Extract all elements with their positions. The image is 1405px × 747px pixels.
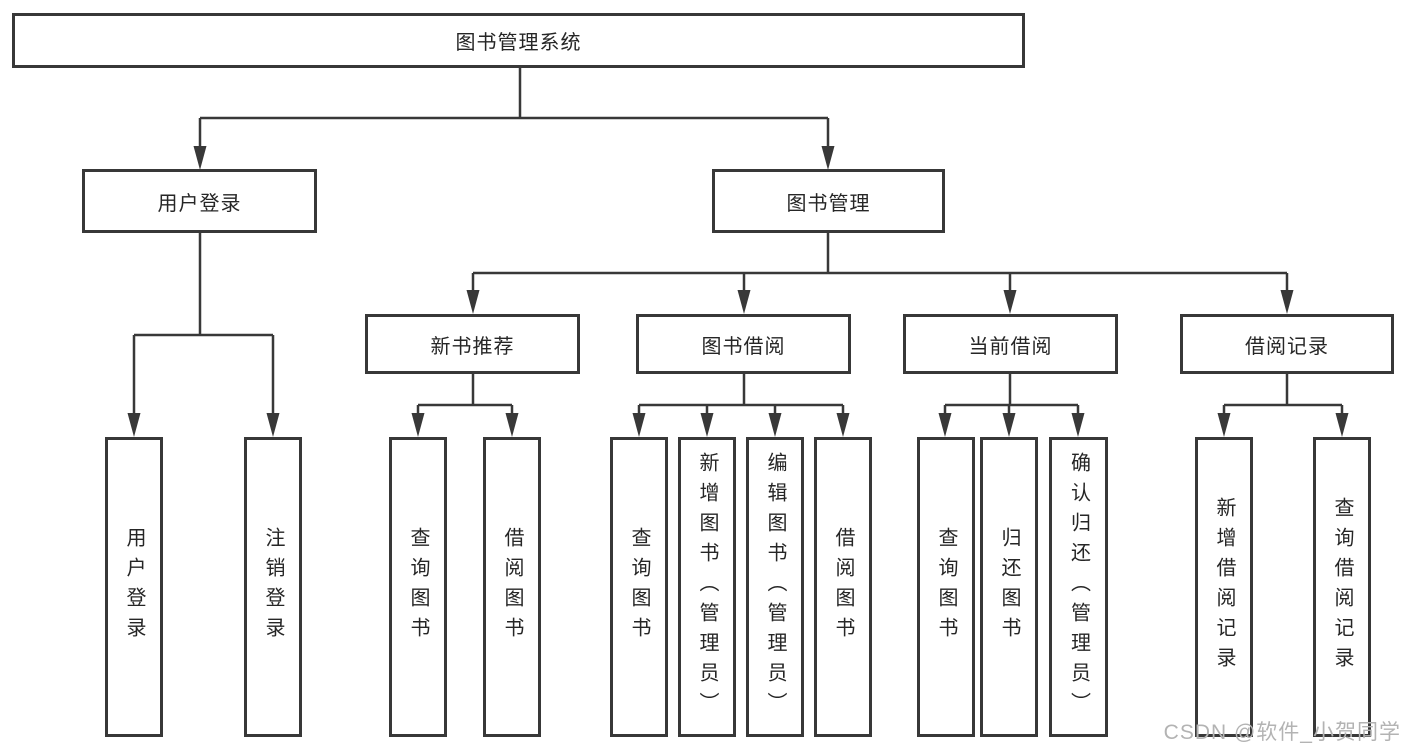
- node-label: 新增借阅记录: [1213, 497, 1235, 677]
- node-current-borrow: 当前借阅: [903, 314, 1118, 374]
- leaf-add-borrow-record: 新增借阅记录: [1195, 437, 1253, 737]
- node-book-management: 图书管理: [712, 169, 945, 233]
- node-label: 新书推荐: [430, 335, 515, 358]
- connector-user-login-to-leaves: [127, 233, 280, 437]
- node-library-management-system: 图书管理系统: [12, 13, 1025, 68]
- node-label: 查询借阅记录: [1331, 497, 1353, 677]
- leaf-logout: 注销登录: [244, 437, 302, 737]
- node-label: 借阅图书: [501, 527, 523, 647]
- leaf-query-book-borrow: 查询图书: [610, 437, 668, 737]
- leaf-edit-book-admin: 编辑图书（管理员）: [746, 437, 804, 737]
- leaf-borrow-book: 借阅图书: [814, 437, 872, 737]
- leaf-add-book-admin: 新增图书（管理员）: [678, 437, 736, 737]
- node-label: 用户登录: [123, 527, 145, 647]
- node-book-borrow: 图书借阅: [636, 314, 851, 374]
- leaf-borrow-book-recommend: 借阅图书: [483, 437, 541, 737]
- connector-root-to-level2: [193, 68, 835, 170]
- node-label: 编辑图书（管理员）: [764, 452, 786, 722]
- node-label: 用户登录: [157, 192, 242, 215]
- connector-new-book-recommend-to-leaves: [411, 374, 519, 437]
- connector-book-management-to-level3: [466, 233, 1294, 314]
- node-label: 图书借阅: [701, 335, 786, 358]
- node-label: 查询图书: [407, 527, 429, 647]
- csdn-watermark: CSDN @软件_小贺同学: [1163, 721, 1401, 744]
- node-label: 归还图书: [998, 527, 1020, 647]
- node-label: 确认归还（管理员）: [1067, 452, 1090, 722]
- node-label: 查询图书: [935, 527, 957, 647]
- node-user-login: 用户登录: [82, 169, 317, 233]
- node-label: 查询图书: [628, 527, 650, 647]
- node-label: 图书管理: [786, 192, 871, 215]
- leaf-return-book: 归还图书: [980, 437, 1038, 737]
- connector-borrow-record-to-leaves: [1217, 374, 1349, 437]
- node-borrow-record: 借阅记录: [1180, 314, 1394, 374]
- leaf-user-login: 用户登录: [105, 437, 163, 737]
- node-label: 借阅记录: [1245, 335, 1329, 358]
- node-label: 借阅图书: [832, 527, 854, 647]
- node-new-book-recommend: 新书推荐: [365, 314, 580, 374]
- node-label: 新增图书（管理员）: [696, 452, 718, 722]
- connector-current-borrow-to-leaves: [938, 374, 1085, 437]
- node-label: 当前借阅: [968, 335, 1053, 358]
- leaf-query-borrow-record: 查询借阅记录: [1313, 437, 1371, 737]
- leaf-confirm-return-admin: 确认归还（管理员）: [1049, 437, 1108, 737]
- node-label: 图书管理系统: [455, 32, 582, 54]
- node-label: 注销登录: [262, 527, 284, 647]
- connector-book-borrow-to-leaves: [632, 374, 850, 437]
- leaf-query-book-current: 查询图书: [917, 437, 975, 737]
- leaf-query-book-recommend: 查询图书: [389, 437, 447, 737]
